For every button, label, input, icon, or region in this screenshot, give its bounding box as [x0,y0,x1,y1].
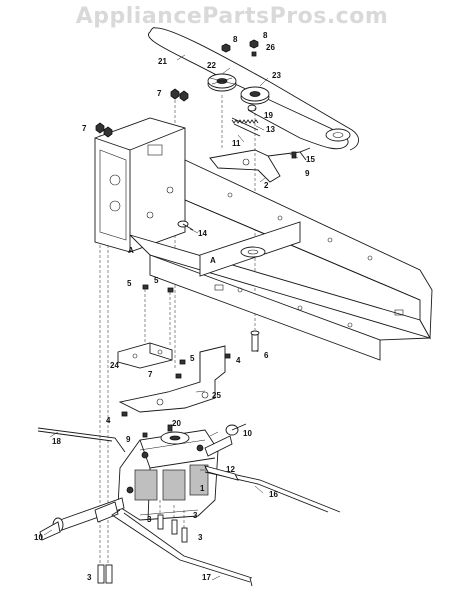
mounting-bolt [97,500,188,584]
callout-3: 3 [198,533,203,542]
callout-a: A [210,256,216,265]
tractor-frame [94,117,433,361]
callout-9: 9 [305,169,310,178]
axle [39,423,247,541]
transmission-bracket-left [117,342,173,369]
callout-8: 8 [233,35,238,44]
pin [250,330,260,352]
callout-5: 5 [127,279,132,288]
callout-14: 14 [198,229,207,238]
callout-9: 9 [126,435,131,444]
callout-24: 24 [110,361,119,370]
callout-3: 3 [147,515,152,524]
retaining-pin [142,424,173,438]
callout-22: 22 [207,61,216,70]
shoulder-bolt [177,220,194,231]
callout-3: 3 [193,511,198,520]
transmission-bracket-right [118,345,226,413]
callout-a: A [128,246,134,255]
callout-23: 23 [272,71,281,80]
callout-21: 21 [158,57,167,66]
callout-15: 15 [306,155,315,164]
hex-nut [221,39,259,112]
callout-16: 16 [269,490,278,499]
callout-7: 7 [82,124,87,133]
flat-idler-pulley [240,86,270,105]
callout-7: 7 [157,89,162,98]
callout-6: 6 [264,351,269,360]
extension-spring [231,117,261,137]
callout-1: 1 [200,484,205,493]
transaxle [117,429,219,521]
callout-10: 10 [243,429,252,438]
callout-8: 8 [263,31,268,40]
callout-11: 11 [232,139,241,148]
callout-25: 25 [212,391,221,400]
callout-13: 13 [266,125,275,134]
callout-10: 10 [34,533,43,542]
hex-bolts [121,284,231,417]
idler-pulley [207,73,237,92]
callout-20: 20 [172,419,181,428]
callout-19: 19 [264,111,273,120]
watermark: AppliancePartsPros.com [75,4,389,29]
callout-12: 12 [226,465,235,474]
idler-bracket [209,147,311,183]
callout-7: 7 [148,370,153,379]
drive-belt [148,27,359,151]
carriage-bolt [95,88,189,138]
callout-leaders [43,54,299,581]
callout-5: 5 [154,276,159,285]
callout-18: 18 [52,437,61,446]
callout-5: 5 [190,354,195,363]
callout-4: 4 [106,416,111,425]
callout-2: 2 [264,181,269,190]
callout-26: 26 [266,43,275,52]
callout-17: 17 [202,573,211,582]
callout-4: 4 [236,356,241,365]
callout-3: 3 [87,573,92,582]
